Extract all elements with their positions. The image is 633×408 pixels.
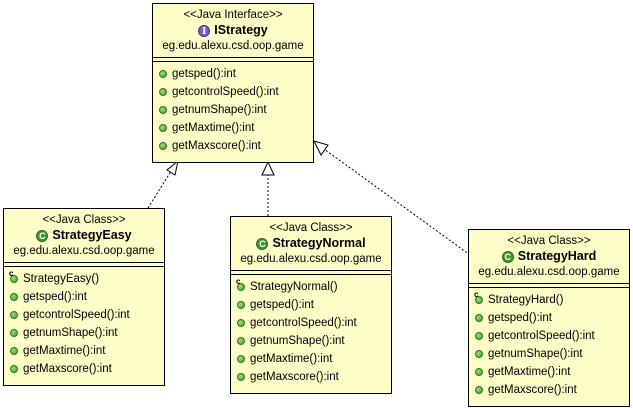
class-stereotype: <<Java Class>>: [42, 214, 126, 226]
method-item[interactable]: getnumShape():int: [237, 332, 391, 350]
arrowhead-easy: [166, 159, 179, 176]
arrowhead-hard: [313, 140, 329, 156]
class-package: eg.edu.alexu.csd.oop.game: [240, 253, 382, 265]
class-stereotype: <<Java Class>>: [269, 222, 353, 234]
arrow-easy-to-interface: [147, 167, 174, 209]
public-method-icon: [10, 293, 18, 301]
public-method-icon: [237, 301, 245, 309]
method-item[interactable]: getsped():int: [159, 65, 313, 83]
method-item[interactable]: getMaxtime():int: [10, 342, 164, 360]
method-item[interactable]: getsped():int: [237, 296, 391, 314]
public-method-icon: [159, 124, 167, 132]
public-method-icon: [10, 311, 18, 319]
class-icon: C: [501, 250, 514, 263]
method-item[interactable]: getMaxscore():int: [237, 368, 391, 386]
method-item[interactable]: getMaxtime():int: [237, 350, 391, 368]
constructor-icon: c: [474, 291, 483, 304]
method-item[interactable]: getMaxtime():int: [159, 119, 313, 137]
public-method-icon: [475, 332, 483, 340]
method-item[interactable]: getcontrolSpeed():int: [475, 327, 629, 345]
method-item[interactable]: getcontrolSpeed():int: [10, 306, 164, 324]
public-method-icon: [237, 337, 245, 345]
class-strategyeasy[interactable]: <<Java Class>> C StrategyEasy eg.edu.ale…: [3, 208, 165, 386]
public-method-icon: [475, 314, 483, 322]
method-item[interactable]: getnumShape():int: [159, 101, 313, 119]
method-item[interactable]: getsped():int: [475, 309, 629, 327]
public-method-icon: [10, 347, 18, 355]
interface-icon: I: [198, 24, 211, 37]
public-method-icon: [10, 365, 18, 373]
class-name: StrategyEasy: [52, 228, 132, 242]
method-item[interactable]: getMaxscore():int: [475, 381, 629, 399]
class-strategyhard[interactable]: <<Java Class>> C StrategyHard eg.edu.ale…: [468, 229, 630, 407]
class-icon: C: [36, 229, 49, 242]
method-item[interactable]: getnumShape():int: [10, 324, 164, 342]
public-method-icon: [159, 88, 167, 96]
method-item[interactable]: getcontrolSpeed():int: [237, 314, 391, 332]
constructor-icon: c: [9, 270, 18, 283]
class-name: StrategyNormal: [272, 236, 366, 250]
public-method-icon: [237, 355, 245, 363]
public-method-icon: [237, 373, 245, 381]
method-item[interactable]: getMaxscore():int: [159, 137, 313, 155]
method-item[interactable]: getcontrolSpeed():int: [159, 83, 313, 101]
public-method-icon: [159, 70, 167, 78]
class-name: StrategyHard: [517, 249, 597, 263]
method-item[interactable]: getnumShape():int: [475, 345, 629, 363]
class-stereotype: <<Java Class>>: [507, 235, 591, 247]
class-strategynormal[interactable]: <<Java Class>> C StrategyNormal eg.edu.a…: [230, 216, 392, 394]
class-package: eg.edu.alexu.csd.oop.game: [13, 245, 155, 257]
method-item[interactable]: getMaxscore():int: [10, 360, 164, 378]
public-method-icon: [159, 142, 167, 150]
class-icon: C: [256, 237, 269, 250]
public-method-icon: [159, 106, 167, 114]
method-item[interactable]: getsped():int: [10, 288, 164, 306]
class-package: eg.edu.alexu.csd.oop.game: [478, 266, 620, 278]
interface-name: IStrategy: [214, 23, 268, 37]
constructor-icon: c: [236, 278, 245, 291]
interface-istrategy[interactable]: <<Java Interface>> I IStrategy eg.edu.al…: [152, 3, 314, 163]
public-method-icon: [475, 350, 483, 358]
public-method-icon: [475, 368, 483, 376]
interface-package: eg.edu.alexu.csd.oop.game: [162, 40, 304, 52]
public-method-icon: [475, 386, 483, 394]
arrowhead-normal: [261, 160, 275, 176]
method-item[interactable]: getMaxtime():int: [475, 363, 629, 381]
interface-stereotype: <<Java Interface>>: [183, 9, 283, 21]
public-method-icon: [10, 329, 18, 337]
public-method-icon: [237, 319, 245, 327]
